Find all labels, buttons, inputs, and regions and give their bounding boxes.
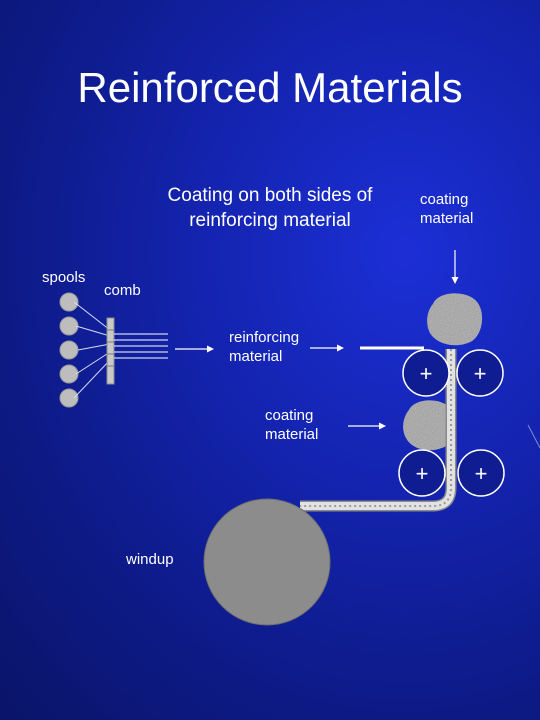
spool [59, 388, 79, 408]
rollers: + + + + [398, 349, 505, 497]
reinforcing-material-label: reinforcing material [229, 329, 300, 365]
coating-material-label-mid: coating material [265, 407, 319, 443]
spool-strands [73, 301, 111, 399]
windup-roll [203, 498, 331, 626]
coated-web [300, 349, 457, 512]
spool [59, 316, 79, 336]
roller-bottom-left [398, 449, 446, 497]
roller-axis-glyph: + [475, 461, 488, 486]
spool [59, 292, 79, 312]
combed-strands [114, 333, 168, 359]
roller-bottom-right [457, 449, 505, 497]
diagram-subtitle: Coating on both sides of reinforcing mat… [167, 185, 373, 231]
roller-axis-glyph: + [420, 361, 433, 386]
roller-top-left [402, 349, 450, 397]
coating-material-label-top: coating material [420, 191, 474, 227]
windup-label: windup [125, 551, 174, 568]
coating-blob-mid [403, 400, 455, 451]
roller-top-right [456, 349, 504, 397]
comb [106, 317, 115, 385]
spool [59, 340, 79, 360]
spools [59, 292, 79, 408]
decorative-streak [527, 424, 540, 449]
coating-blob-top [427, 293, 483, 346]
slide-title: Reinforced Materials [77, 64, 463, 111]
comb-label: comb [104, 282, 141, 299]
spool [59, 364, 79, 384]
roller-axis-glyph: + [416, 461, 429, 486]
roller-axis-glyph: + [474, 361, 487, 386]
spools-label: spools [42, 269, 85, 286]
arrows [175, 250, 459, 430]
